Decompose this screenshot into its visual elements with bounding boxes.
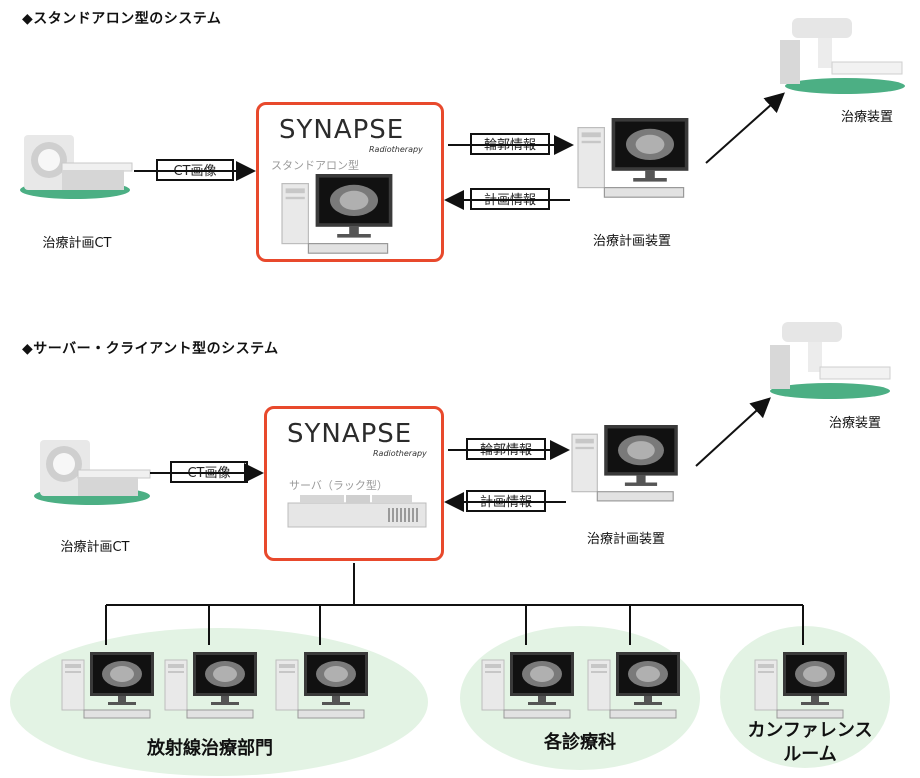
synapse-logo-sub-2: Radiotherapy [373,449,427,458]
arrow-planning-to-treatment-1 [705,92,785,164]
ct-label-2: 治療計画CT [60,540,130,555]
arrow-planning-to-treatment-2 [695,397,771,467]
dept-workstation-3 [275,652,368,719]
treatment-device-label-1: 治療装置 [840,110,893,125]
planning-device-label-1: 治療計画装置 [592,234,671,249]
standalone-label: スタンドアロン型 [271,159,359,172]
server-label: サーバ（ラック型） [289,479,388,492]
planning-device-label-2: 治療計画装置 [586,532,665,547]
section-title-standalone: ◆スタンドアロン型のシステム [22,11,222,27]
planning-device-icon-2 [571,425,678,502]
ct-label-1: 治療計画CT [42,236,112,251]
dept-label-clinical: 各診療科 [544,732,616,753]
dept-label-conference-2: ルーム [783,744,837,765]
synapse-logo-sub: Radiotherapy [369,145,423,154]
section-title-server-client: ◆サーバー・クライアント型のシステム [22,341,279,357]
synapse-logo-2: SYNAPSE [287,419,413,449]
dept-workstation-1 [61,652,154,719]
synapse-server-box: SYNAPSE Radiotherapy サーバ（ラック型） [264,406,444,561]
dept-label-radiotherapy: 放射線治療部門 [147,738,273,759]
network-lines [105,563,804,645]
dept-label-conference-1: カンファレンス [747,720,873,741]
dept-workstation-5 [587,652,680,719]
dept-workstation-4 [481,652,574,719]
treatment-device-label-2: 治療装置 [828,416,881,431]
dept-workstation-6 [754,652,847,719]
synapse-logo: SYNAPSE [279,115,405,145]
computers [61,118,847,719]
server-rack-icon [287,495,427,528]
dept-area-conference [720,626,890,768]
planning-device-icon-1 [577,118,689,198]
synapse-workstation-icon [281,174,393,254]
dept-workstation-2 [164,652,257,719]
